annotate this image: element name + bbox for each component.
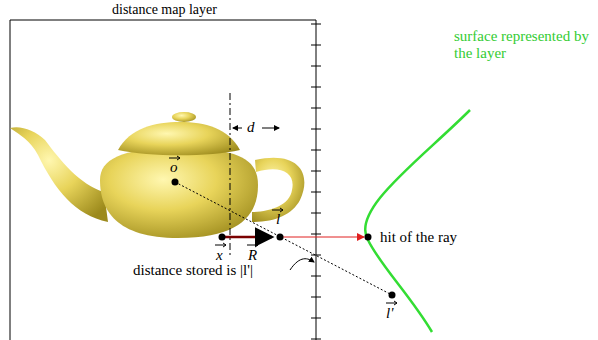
surface-label: surface represented by the layer (454, 28, 594, 61)
leader-line (290, 259, 314, 270)
point-label: l' (386, 305, 393, 322)
direction-arrow (222, 236, 272, 239)
vector-arrows (169, 156, 397, 305)
layer-frame (10, 20, 316, 340)
point-label: o (170, 159, 178, 176)
hit-label: hit of the ray (380, 229, 457, 246)
surface-curve (365, 110, 470, 332)
tick-marks (311, 24, 321, 339)
distance-symbol: d (246, 119, 256, 136)
point-label: l (276, 211, 280, 228)
dashed-axis (230, 93, 231, 255)
teapot (10, 112, 304, 238)
ray-arrow (280, 237, 364, 238)
distance-note: distance stored is |l'| (132, 262, 254, 279)
layer-title: distance map layer (112, 2, 217, 17)
